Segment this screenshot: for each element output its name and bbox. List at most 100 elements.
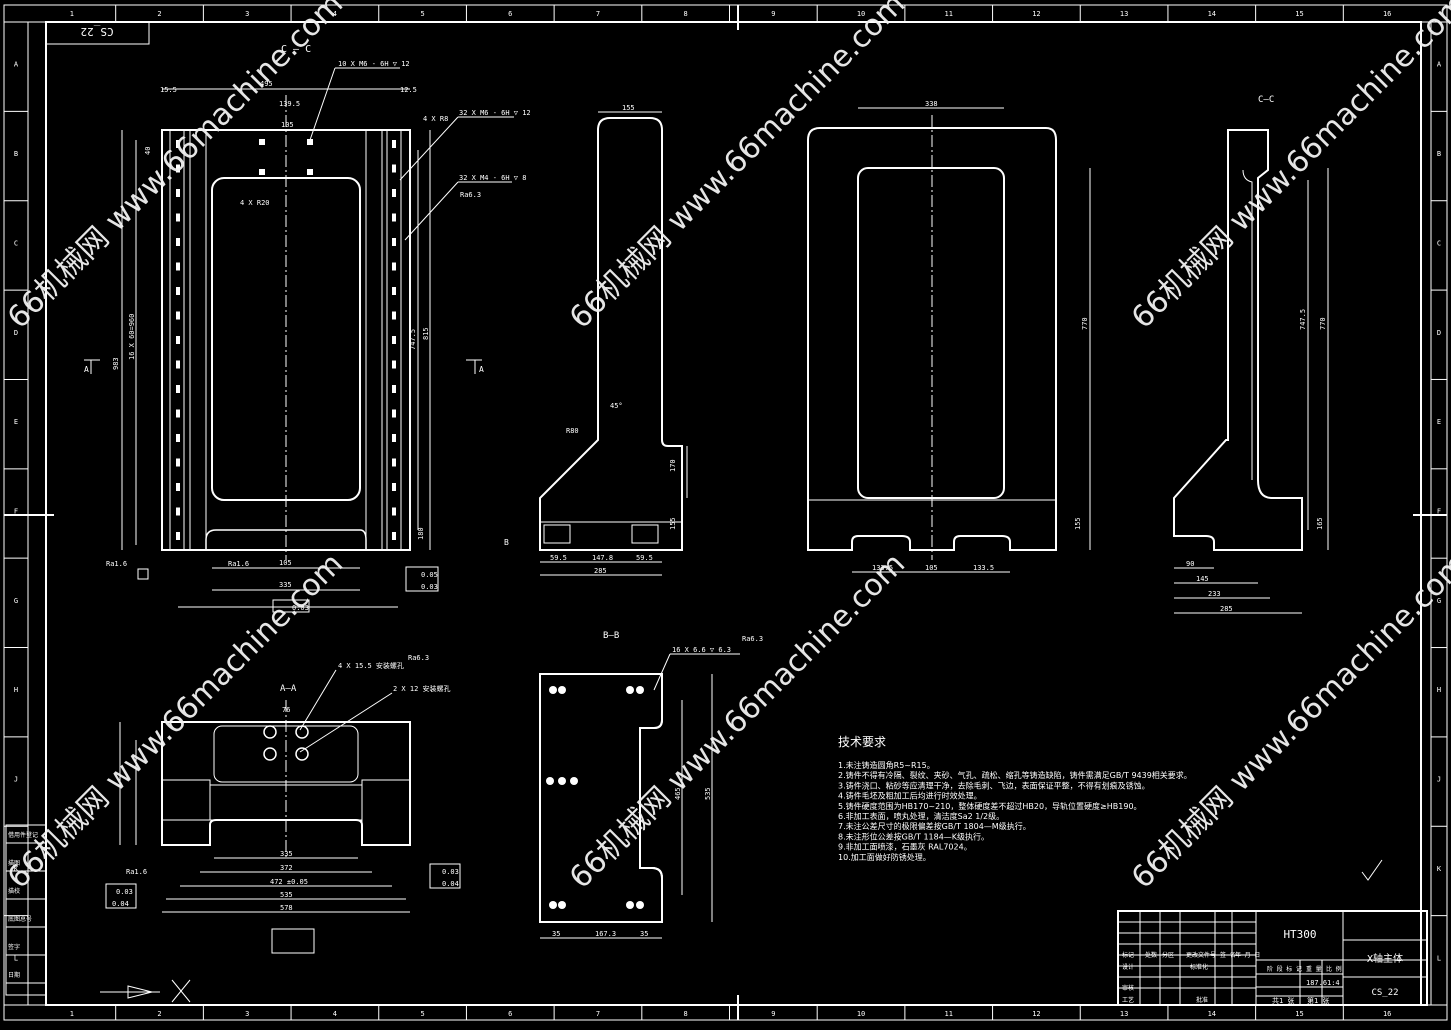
note-line: 2.铸件不得有冷隔、裂纹、夹砂、气孔、疏松、缩孔等铸造缺陷，铸件需满足GB/T … [838, 770, 1192, 780]
hole-mark [392, 311, 396, 320]
grid-col-label: 4 [333, 10, 337, 18]
hole-mark [176, 311, 180, 320]
hole-mark [392, 385, 396, 393]
grid-row-label: J [14, 776, 18, 784]
callout-aa-2: 2 X 12 安装螺孔 [393, 684, 451, 693]
grid-col-label: 1 [70, 10, 74, 18]
hole-mark [392, 164, 396, 173]
hole-mark [636, 901, 644, 909]
tb-label-scale: 比 例 [1326, 965, 1342, 973]
grid-row-label: D [1437, 329, 1441, 337]
dim-front-960: 16 X 60=960 [128, 314, 136, 360]
corner-drawing-number: CS_22 [45, 21, 150, 45]
tb-label-sign: 签 名 [1220, 951, 1236, 959]
dim-aa-76: 76 [282, 706, 290, 714]
section-bb: B—B 16 X 6.6 ▽ 6.3 Ra6.3 465 535 35 167.… [539, 631, 763, 939]
hole-mark [392, 336, 396, 344]
dim-front-983: 983 [112, 357, 120, 370]
dim-side-1478: 147.8 [592, 554, 613, 562]
dim-bb-535: 535 [704, 787, 712, 800]
projection-symbol [100, 979, 191, 1003]
grid-col-label: 10 [857, 10, 865, 18]
grid-row-label: B [14, 150, 18, 158]
section-aa: A—A 4 X 15.5 安装螺孔 Ra6.3 2 X 12 安装螺孔 76 3… [105, 654, 461, 954]
hole-mark [392, 434, 396, 442]
side-label: 签字 [8, 943, 20, 951]
hole-mark [176, 336, 180, 344]
grid-col-label: 7 [596, 10, 600, 18]
ra-aa-top: Ra6.3 [408, 654, 429, 662]
grid-col-label: 15 [1295, 1010, 1303, 1018]
dim-cc-7475: 747.5 [1299, 309, 1307, 330]
dim-front-139: 139.5 [279, 100, 300, 108]
grid-row-label: G [1437, 597, 1441, 605]
watermark-6: 66机械网 www.66machine.com [1125, 546, 1451, 895]
aa-holes [263, 725, 309, 761]
tb-label-process: 工艺 [1122, 996, 1134, 1004]
note-line: 1.未注铸造圆角R5~R15。 [838, 760, 935, 770]
callout-front-m4: 32 X M4 - 6H ▽ 8 [459, 174, 526, 182]
dim-side-r80: R80 [566, 427, 579, 435]
dim-front-155: 15.5 [160, 86, 177, 94]
ra-front-right: Ra6.3 [460, 191, 481, 199]
callout-front-radius: 4 X R20 [240, 199, 270, 207]
dim-front-105: 105 [281, 121, 294, 129]
hole-mark [549, 901, 557, 909]
tb-label-check: 审核 [1122, 984, 1134, 992]
side-label: 描图 [8, 859, 20, 867]
grid-col-label: 9 [771, 10, 775, 18]
hole-mark [558, 686, 566, 694]
dim-cc-145: 145 [1196, 575, 1209, 583]
grid-row-label: B [1437, 150, 1441, 158]
hole-mark [392, 213, 396, 222]
dim-front-7475: 747.5 [409, 329, 417, 350]
section-label-bb: B—B [603, 631, 619, 641]
hole-mark [392, 458, 396, 467]
ra-bb: Ra6.3 [742, 635, 763, 643]
tb-label-design: 设计 [1122, 963, 1134, 971]
callout-front-r8: 4 X R8 [423, 115, 448, 123]
grid-row-label: F [1437, 508, 1441, 516]
dim-plan-105: 105 [925, 564, 938, 572]
grid-row-label: C [1437, 239, 1441, 247]
corner-drawing-number-text: CS_22 [80, 25, 113, 38]
tb-label-count: 处数 [1145, 951, 1157, 959]
dim-front-815: 815 [422, 327, 430, 340]
hole-mark [176, 262, 180, 271]
note-line: 5.铸件硬度范围为HB170~210，整体硬度差不超过HB20，导轨位置硬度≥H… [838, 801, 1142, 811]
dim-bb-35b: 35 [640, 930, 648, 938]
dim-bb-35a: 35 [552, 930, 560, 938]
front-view: C — C 495 139.5 105 15.5 12.5 10 X M6 - … [84, 44, 531, 613]
hole-mark [176, 532, 180, 540]
grid-col-label: 2 [157, 1010, 161, 1018]
hole-mark [307, 139, 313, 145]
hole-mark [392, 360, 396, 369]
note-line: 8.未注形位公差按GB/T 1184—K级执行。 [838, 831, 989, 841]
grid-col-label: 12 [1032, 10, 1040, 18]
dim-plan-338: 338 [925, 100, 938, 108]
ra-front-bottom: Ra1.6 [228, 560, 249, 568]
grid-col-label: 6 [508, 1010, 512, 1018]
grid-col-label: 14 [1208, 10, 1216, 18]
tol-aa-right-2: 0.04 [442, 880, 459, 888]
dim-front-bottom-105: 105 [279, 559, 292, 567]
hole-mark [263, 725, 277, 739]
section-mark-b: B [504, 538, 509, 547]
dim-plan-770: 770 [1081, 317, 1089, 330]
hole-mark [176, 140, 180, 148]
hole-mark [558, 777, 566, 785]
tb-label-mark: 标记 [1122, 951, 1134, 959]
grid-row-label: K [14, 865, 19, 873]
section-label-aa: A—A [280, 684, 297, 694]
dim-side-155b: 155 [669, 517, 677, 530]
hole-mark [549, 686, 557, 694]
hole-mark [392, 507, 396, 516]
dim-side-285: 285 [594, 567, 607, 575]
hole-mark [176, 507, 180, 516]
grid-col-label: 13 [1120, 10, 1128, 18]
hole-mark [263, 747, 277, 761]
grid-col-label: 13 [1120, 1010, 1128, 1018]
